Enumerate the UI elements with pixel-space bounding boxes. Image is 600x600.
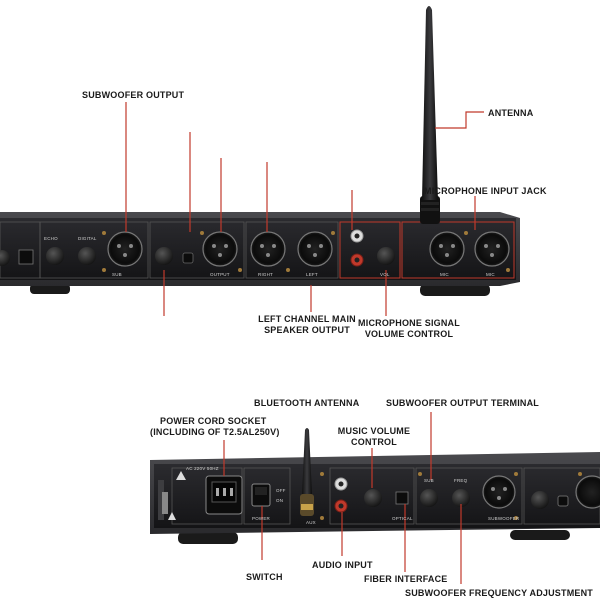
panel-text: RIGHT [258,272,273,277]
mic-volume-knob [377,247,395,265]
panel-text: ON [276,498,284,503]
section-panel [245,221,339,279]
panel-text: SUB [112,272,122,277]
music-volume-knob [364,489,382,507]
xlr-left-output [250,231,286,267]
label-audio-input: AUDIO INPUT [312,560,373,570]
panel-text: MIC [486,272,495,277]
knob [420,489,438,507]
panel-text: FREQ [454,478,468,483]
knob [155,247,173,265]
xlr-output [575,475,600,509]
label-switch: SWITCH [246,572,283,582]
panel-text: MIC [440,272,449,277]
optical-port [18,249,34,265]
label-subwoofer-output: SUBWOOFER OUTPUT [82,90,185,100]
antenna [422,6,438,200]
label-line: POWER CORD SOCKET [160,416,267,426]
label-line: SPEAKER OUTPUT [264,325,350,335]
fiber-interface-port [395,491,409,505]
section-panel [415,467,523,525]
mic-input-jack [429,231,465,267]
leader-lines [125,102,484,316]
panel-text: LEFT [306,272,318,277]
bluetooth-antenna [302,428,312,494]
label-left-channel-main-speaker-output: LEFT CHANNEL MAIN SPEAKER OUTPUT [252,314,362,336]
section-panel [39,221,149,279]
section-panel [523,467,600,525]
leader-lines [223,412,462,584]
label-line: (INCLUDING OF T2.5AL250V) [150,427,280,437]
label-line: VOLUME CONTROL [364,329,454,339]
top-amplifier-unit [0,6,520,316]
panel-text: ECHO [44,236,58,241]
knob [46,247,64,265]
label-subwoofer-output-terminal: SUBWOOFER OUTPUT TERMINAL [386,398,539,408]
knob [78,247,96,265]
label-microphone-signal-volume-control: MICROPHONE SIGNAL VOLUME CONTROL [354,318,464,340]
label-subwoofer-frequency-adjustment: SUBWOOFER FREQUENCY ADJUSTMENT [405,588,594,598]
section-panel [149,221,245,279]
section-panel [243,467,291,525]
panel-text: POWER [252,516,271,521]
xlr-right-output [297,231,333,267]
foot [30,284,70,294]
panel-text: AC 220V 50HZ [186,466,219,471]
knob [452,489,470,507]
knob [531,491,549,509]
label-bluetooth-antenna: BLUETOOTH ANTENNA [254,398,360,408]
panel-text: VOL [380,272,390,277]
panel-text: DIGITAL [78,236,97,241]
panel-text: OFF [276,488,286,493]
label-line: CONTROL [351,437,397,447]
xlr-output [202,231,238,267]
xlr-subwoofer-output [107,231,143,267]
panel-text: OPTICAL [392,516,413,521]
label-line: MUSIC VOLUME [337,426,411,436]
label-music-volume-control: MUSIC VOLUME CONTROL [324,426,424,448]
label-line: MICROPHONE SIGNAL [358,318,460,328]
button [182,252,194,264]
label-line: LEFT CHANNEL MAIN [258,314,356,324]
label-fiber-interface: FIBER INTERFACE [364,574,448,584]
panel-text: SUB [424,478,434,483]
bottom-amplifier-unit [150,412,600,584]
xlr-subwoofer-output [482,475,516,509]
label-microphone-input-jack: MICROPHONE INPUT JACK [424,186,547,196]
panel-text: AUX [306,520,316,525]
panel-text: OUTPUT [210,272,230,277]
label-power-cord-socket: POWER CORD SOCKET (INCLUDING OF T2.5AL25… [150,416,280,438]
label-antenna: ANTENNA [488,108,534,118]
mic-input-jack [474,231,510,267]
section-panel-highlight [339,221,401,279]
knob [0,250,10,266]
section-panel-highlight [401,221,515,279]
panel-text: SUBWOOFER [488,516,520,521]
foot [420,284,490,296]
